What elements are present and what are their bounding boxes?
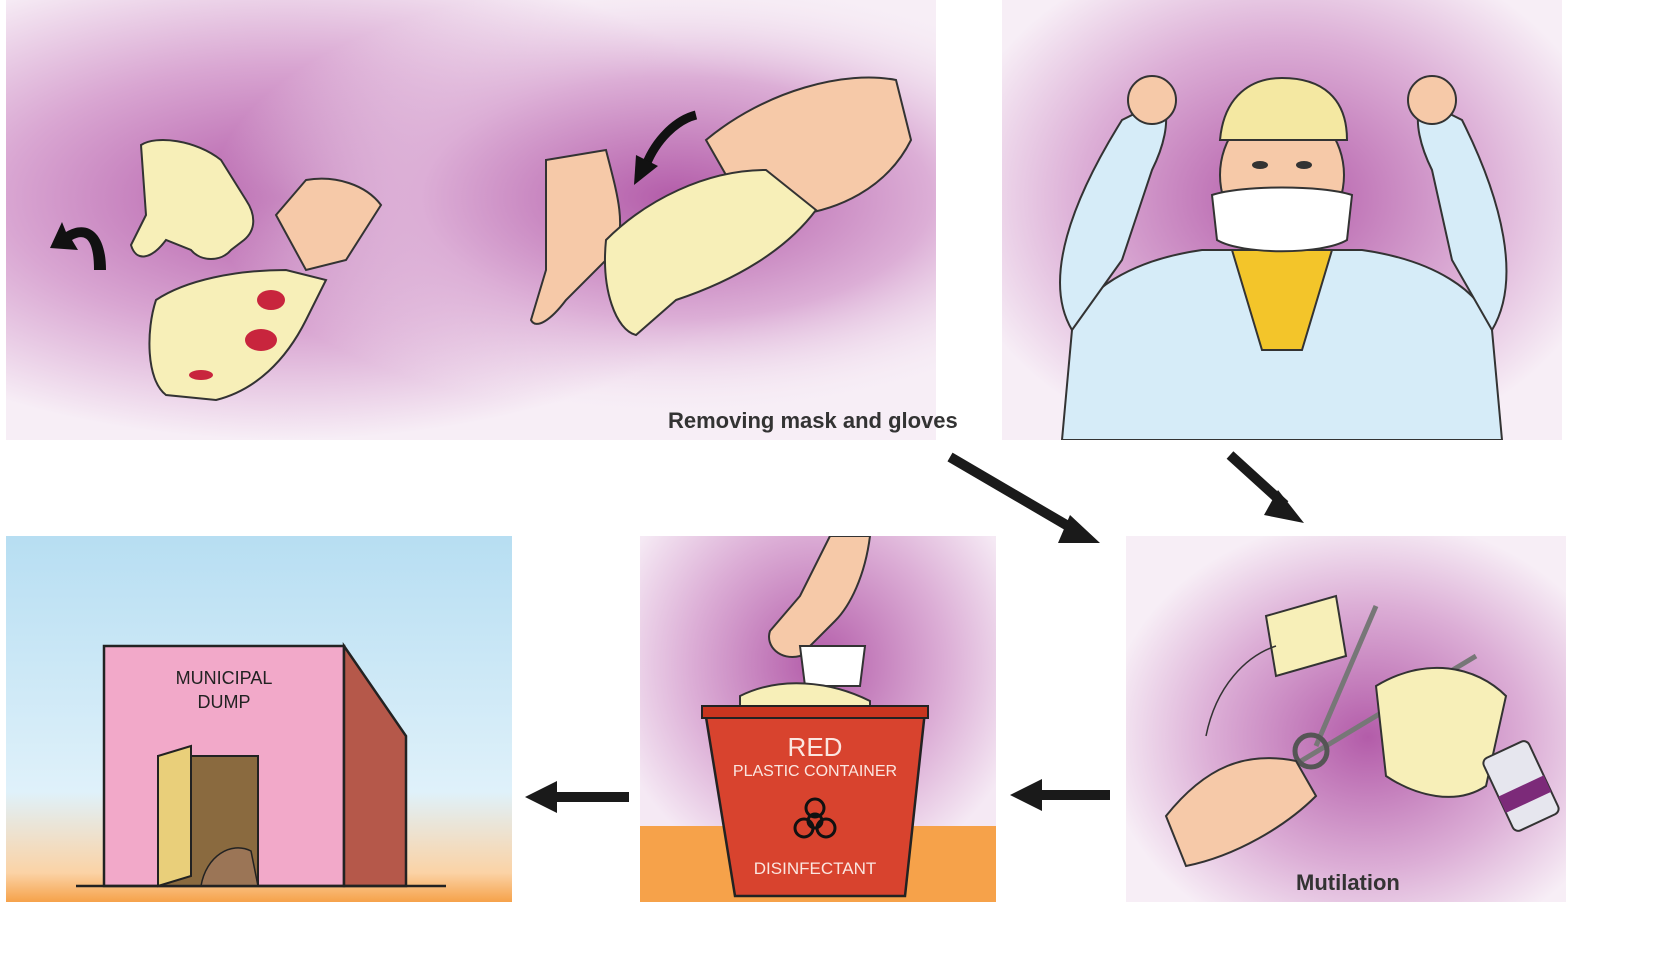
panel-removing-mask xyxy=(1002,0,1562,440)
glove-icon xyxy=(1376,668,1506,797)
gloves-illustration xyxy=(6,0,936,440)
panel-removing-gloves xyxy=(6,0,936,440)
dump-label-line1: MUNICIPAL xyxy=(176,668,273,688)
container-label-plastic: PLASTIC CONTAINER xyxy=(733,763,897,780)
flow-arrow-icon xyxy=(1220,445,1320,530)
caption-removing-mask-gloves: Removing mask and gloves xyxy=(668,408,958,434)
caption-mutilation: Mutilation xyxy=(1296,870,1400,896)
panel-red-container: RED PLASTIC CONTAINER DISINFECTANT xyxy=(640,536,996,902)
blood-stain-icon xyxy=(245,329,277,351)
panel-mutilation xyxy=(1126,536,1566,902)
container-label-red: RED xyxy=(788,732,843,762)
mutilation-illustration xyxy=(1126,536,1566,902)
blood-stain-icon xyxy=(257,290,285,310)
dump-label-line2: DUMP xyxy=(198,692,251,712)
container-illustration: RED PLASTIC CONTAINER DISINFECTANT xyxy=(640,536,996,902)
face-mask-icon xyxy=(1212,188,1352,252)
flow-arrow-icon xyxy=(525,777,633,817)
dump-illustration: MUNICIPAL DUMP xyxy=(6,536,512,902)
blood-stain-icon xyxy=(189,370,213,380)
flow-arrow-icon xyxy=(940,445,1120,555)
right-hand-icon xyxy=(1408,76,1456,124)
panel-municipal-dump: MUNICIPAL DUMP xyxy=(6,536,512,902)
mask-illustration xyxy=(1002,0,1562,440)
left-hand-icon xyxy=(1128,76,1176,124)
flow-arrow-icon xyxy=(1010,775,1115,815)
open-door xyxy=(158,746,191,886)
container-label-disinfectant: DISINFECTANT xyxy=(754,859,876,878)
waste-mask-icon xyxy=(800,646,865,686)
